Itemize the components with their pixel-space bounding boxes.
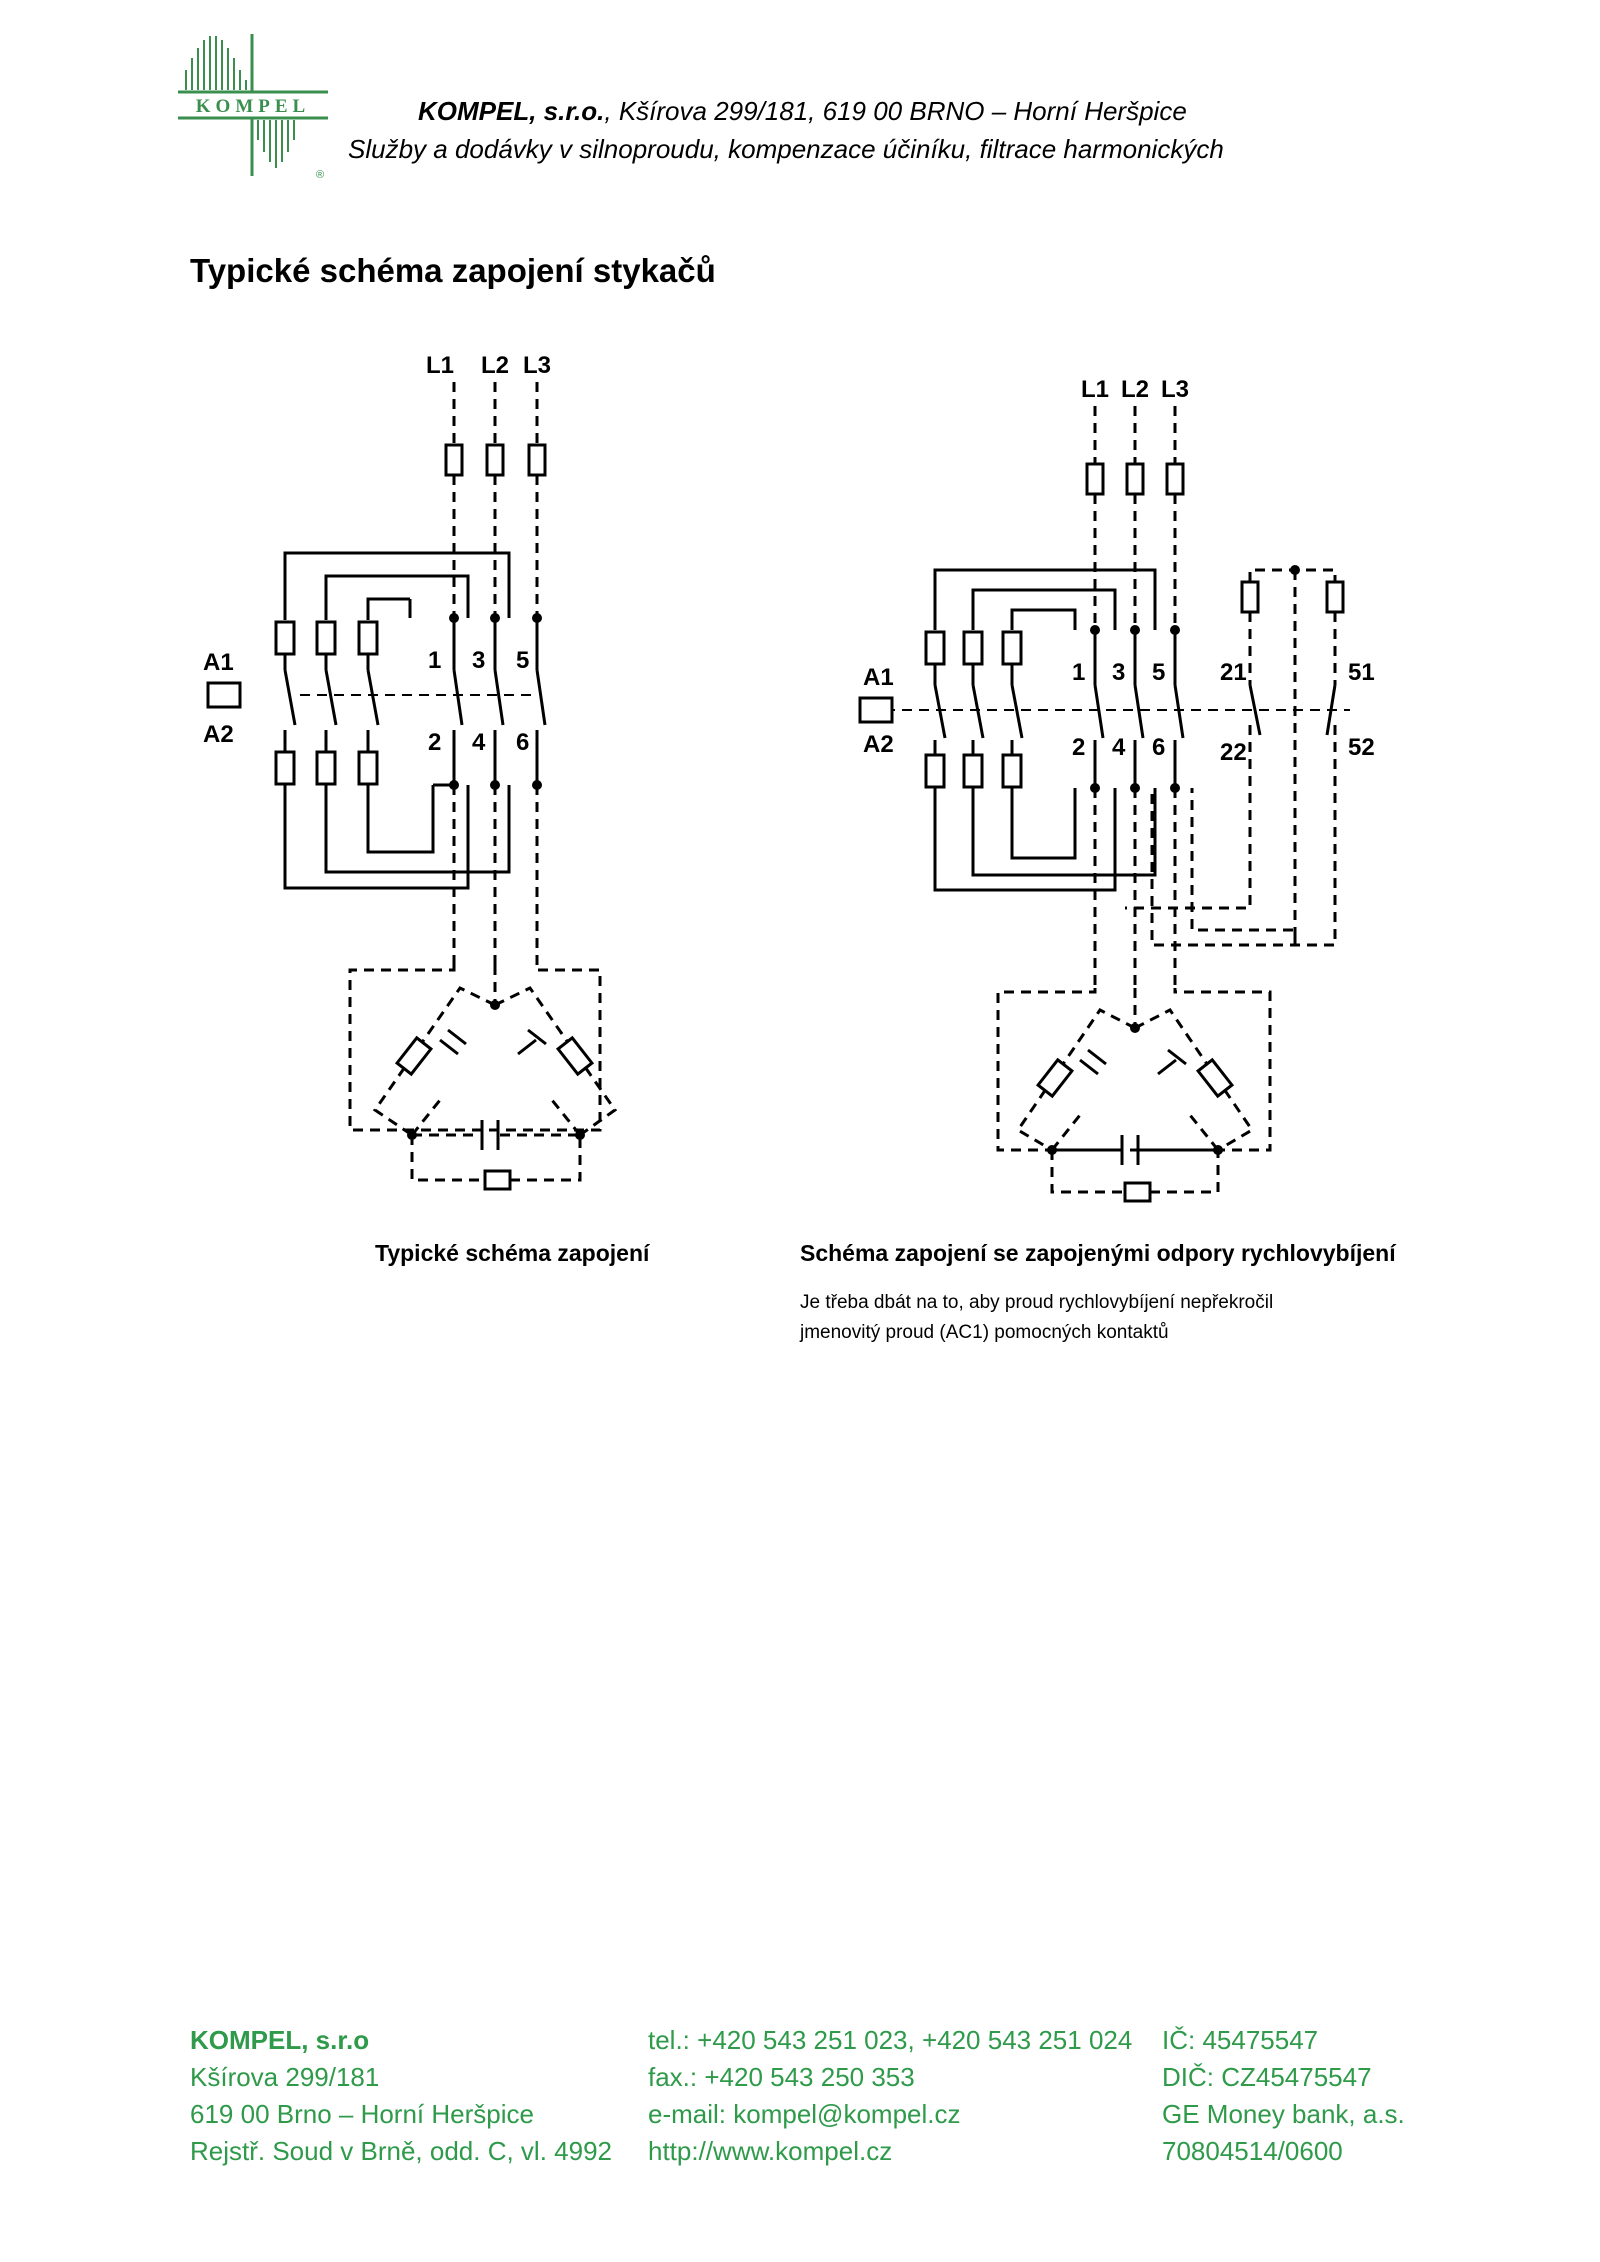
svg-text:51: 51	[1348, 659, 1375, 686]
caption-typical: Typické schéma zapojení	[375, 1240, 650, 1266]
footer-contact-col: tel.: +420 543 251 023, +420 543 251 024…	[648, 2022, 1132, 2170]
svg-text:L2: L2	[1121, 376, 1149, 403]
footer-email-link[interactable]: e-mail: kompel@kompel.cz	[648, 2099, 961, 2129]
svg-text:3: 3	[1112, 659, 1125, 686]
header-company-line: KOMPEL, s.r.o., Kšírova 299/181, 619 00 …	[418, 96, 1187, 127]
footer-web-link[interactable]: http://www.kompel.cz	[648, 2136, 893, 2166]
footer-company-name: KOMPEL, s.r.o	[190, 2025, 370, 2055]
header-address: , Kšírova 299/181, 619 00 BRNO – Horní H…	[604, 96, 1187, 126]
svg-text:1: 1	[428, 647, 441, 674]
footer-company-col: KOMPEL, s.r.o Kšírova 299/181 619 00 Brn…	[190, 2022, 612, 2170]
svg-text:2: 2	[428, 729, 441, 756]
page-title: Typické schéma zapojení stykačů	[190, 252, 716, 289]
logo-graphic: KOMPEL ®	[178, 34, 328, 181]
footer-fax: fax.: +420 543 250 353	[648, 2062, 915, 2092]
svg-text:A1: A1	[863, 664, 894, 691]
svg-text:L1: L1	[426, 352, 454, 379]
diagram-with-discharge-resistors: L1 L2 L3	[858, 376, 1375, 1203]
diagram-typical: L1 L2 L3	[203, 352, 618, 1191]
wiring-diagrams: L1 L2 L3	[203, 352, 1375, 1203]
footer-registry: Rejstř. Soud v Brně, odd. C, vl. 4992	[190, 2136, 612, 2166]
svg-text:21: 21	[1220, 659, 1247, 686]
caption-discharge: Schéma zapojení se zapojenými odpory ryc…	[800, 1240, 1396, 1266]
footer-dic: DIČ: CZ45475547	[1162, 2062, 1372, 2092]
svg-text:22: 22	[1220, 739, 1247, 766]
footer-street: Kšírova 299/181	[190, 2062, 380, 2092]
note-line-2: jmenovitý proud (AC1) pomocných kontaktů	[800, 1322, 1169, 1343]
header-services: Služby a dodávky v silnoproudu, kompenza…	[348, 134, 1224, 164]
svg-text:6: 6	[1152, 734, 1165, 761]
svg-text:2: 2	[1072, 734, 1085, 761]
footer-ic: IČ: 45475547	[1162, 2025, 1319, 2055]
svg-text:A2: A2	[203, 721, 234, 748]
company-logo: KOMPEL ®	[178, 30, 328, 181]
svg-text:1: 1	[1072, 659, 1085, 686]
svg-text:3: 3	[472, 647, 485, 674]
footer-account: 70804514/0600	[1162, 2136, 1343, 2166]
svg-text:4: 4	[472, 729, 486, 756]
svg-text:4: 4	[1112, 734, 1126, 761]
svg-text:L2: L2	[481, 352, 509, 379]
svg-text:L3: L3	[523, 352, 551, 379]
svg-text:A1: A1	[203, 649, 234, 676]
footer-bank: GE Money bank, a.s.	[1162, 2099, 1405, 2129]
footer-id-col: IČ: 45475547 DIČ: CZ45475547 GE Money ba…	[1162, 2022, 1405, 2170]
svg-text:6: 6	[516, 729, 529, 756]
svg-text:5: 5	[1152, 659, 1165, 686]
svg-text:L3: L3	[1161, 376, 1189, 403]
logo-text: KOMPEL	[196, 96, 310, 117]
footer-tel: tel.: +420 543 251 023, +420 543 251 024	[648, 2025, 1133, 2055]
note-line-1: Je třeba dbát na to, aby proud rychlovyb…	[800, 1292, 1274, 1313]
svg-text:®: ®	[316, 169, 324, 180]
svg-text:5: 5	[516, 647, 529, 674]
svg-text:A2: A2	[863, 731, 894, 758]
footer-city: 619 00 Brno – Horní Heršpice	[190, 2099, 534, 2129]
header-company: KOMPEL, s.r.o.	[418, 96, 605, 126]
svg-text:52: 52	[1348, 734, 1375, 761]
svg-text:L1: L1	[1081, 376, 1109, 403]
